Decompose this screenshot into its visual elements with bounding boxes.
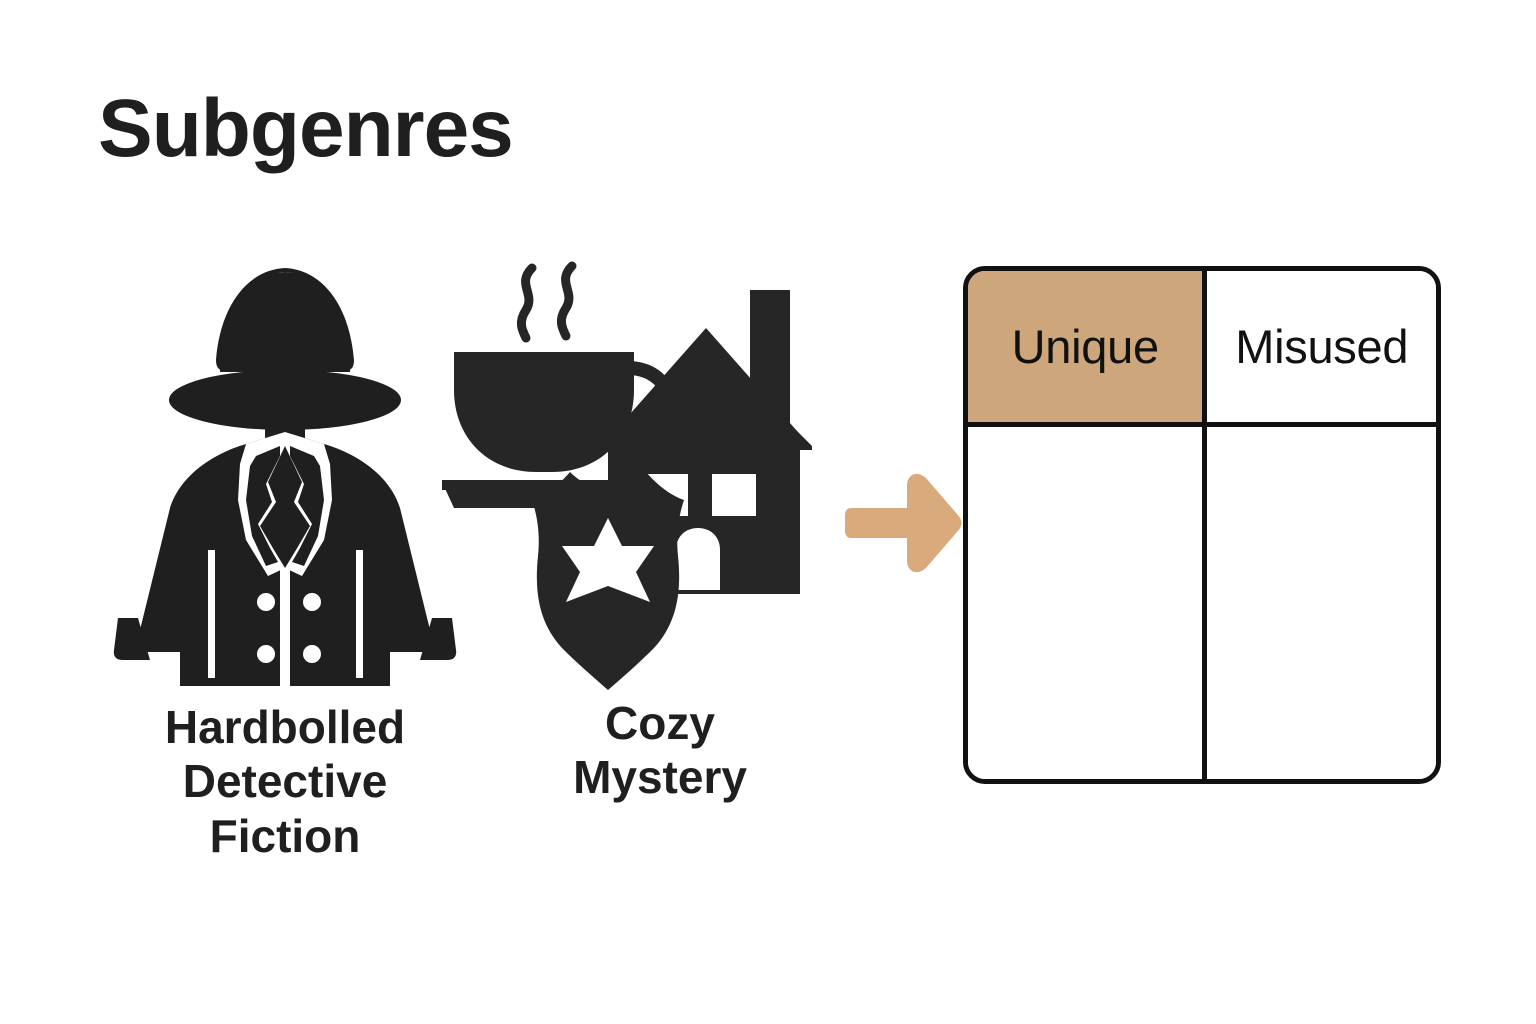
detective-icon-wrap bbox=[60, 250, 510, 690]
table-cell-misused[interactable] bbox=[1202, 427, 1436, 779]
table-header-row: Unique Misused bbox=[968, 271, 1436, 422]
cozy-icon-wrap bbox=[440, 250, 880, 690]
detective-trenchcoat-fedora-icon bbox=[113, 268, 457, 686]
subgenre-cozy-label: Cozy Mystery bbox=[573, 697, 747, 804]
comparison-table: Unique Misused bbox=[963, 266, 1441, 784]
table-header-unique[interactable]: Unique bbox=[968, 271, 1203, 422]
table-cell-unique[interactable] bbox=[968, 427, 1203, 779]
subgenre-cozy-mystery: Cozy Mystery bbox=[440, 250, 880, 805]
page-title: Subgenres bbox=[98, 83, 514, 174]
subgenre-hardboiled-detective-fiction: Hardbolled Detective Fiction bbox=[60, 250, 510, 863]
subgenre-hardboiled-label: Hardbolled Detective Fiction bbox=[164, 701, 406, 862]
table-body-row bbox=[968, 422, 1436, 779]
right-arrow-icon bbox=[845, 473, 962, 573]
table-header-misused[interactable]: Misused bbox=[1202, 271, 1436, 422]
teacup-house-police-badge-icon bbox=[442, 261, 812, 690]
